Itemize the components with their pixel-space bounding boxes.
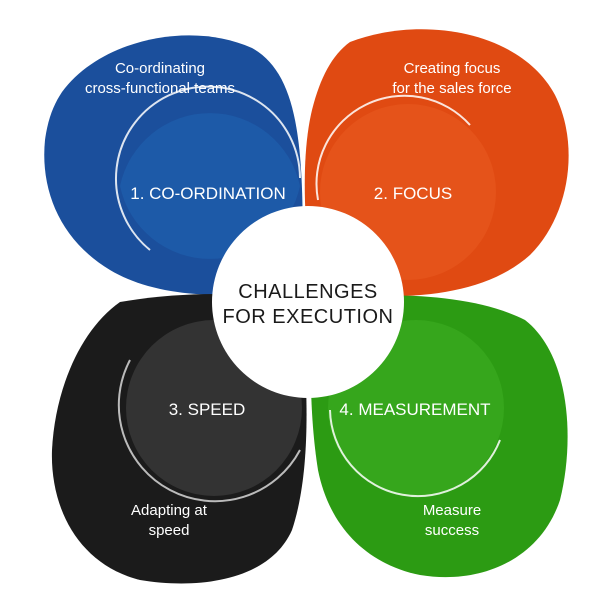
focus-description-line1: Creating focus bbox=[404, 60, 501, 77]
speed-description-line1: Adapting at bbox=[131, 502, 208, 519]
petal-focus-inner-outline bbox=[315, 94, 471, 201]
speed-description-line2: speed bbox=[149, 522, 190, 539]
speed-title: 3. SPEED bbox=[169, 400, 246, 419]
coordination-title: 1. CO-ORDINATION bbox=[130, 184, 286, 203]
center-hub: CHALLENGES FOR EXECUTION bbox=[212, 206, 404, 398]
petal-speed-inner-outline bbox=[117, 359, 301, 503]
measurement-description-line2: success bbox=[425, 522, 479, 539]
center-title-line1: CHALLENGES bbox=[238, 281, 378, 303]
focus-description-line2: for the sales force bbox=[392, 80, 511, 97]
coordination-description-line1: Co-ordinating bbox=[115, 60, 205, 77]
petal-coordination-inner-outline bbox=[115, 85, 301, 251]
focus-title: 2. FOCUS bbox=[374, 184, 452, 203]
petal-measurement-inner-outline bbox=[329, 409, 501, 498]
center-circle bbox=[212, 206, 404, 398]
measurement-title: 4. MEASUREMENT bbox=[339, 400, 490, 419]
measurement-description-line1: Measure bbox=[423, 502, 481, 519]
center-title-line2: FOR EXECUTION bbox=[223, 306, 394, 328]
coordination-description-line2: cross-functional teams bbox=[85, 80, 235, 97]
